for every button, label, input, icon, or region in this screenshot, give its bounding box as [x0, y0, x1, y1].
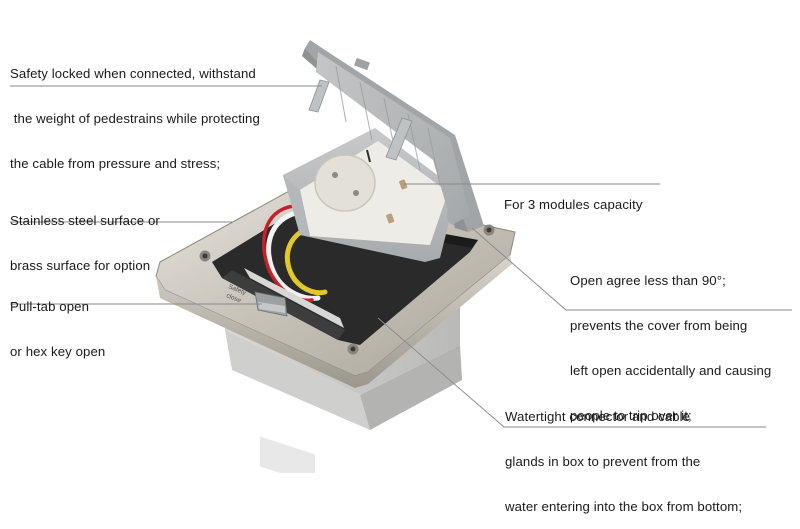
lid-cover [302, 40, 484, 232]
callout-text: For 3 modules capacity [504, 197, 643, 212]
callout-text: left open accidentally and causing [570, 363, 772, 378]
callout-text: Stainless steel surface or [10, 213, 160, 228]
callout-text: or hex key open [10, 344, 106, 359]
cable-gland [244, 268, 344, 328]
callout-pull-tab: Pull-tab open or hex key open [10, 269, 105, 374]
callout-text: prevents the cover from being [570, 318, 748, 333]
callout-text: Watertight connector and cable [505, 409, 691, 424]
floor-box-illustration: Safety close [10, 40, 792, 473]
leader-watertight [377, 317, 766, 428]
callout-text: brass surface for option [10, 258, 151, 273]
screw-icon [199, 250, 211, 262]
callout-modules: For 3 modules capacity [504, 167, 643, 227]
callout-text: Safety locked when connected, withstand [10, 66, 256, 81]
leader-open-angle [471, 227, 792, 311]
callout-open-angle: Open agree less than 90°; prevents the c… [570, 243, 771, 438]
socket-module [283, 128, 461, 262]
callout-text: people to trip over it; [570, 408, 692, 423]
callout-text: glands in box to prevent from the [505, 454, 701, 469]
callout-safety-lock: Safety locked when connected, withstand … [10, 36, 260, 186]
callout-text: the weight of pedestrains while protecti… [10, 111, 260, 126]
callout-text: water entering into the box from bottom; [505, 499, 743, 514]
screw-icon [347, 343, 359, 355]
screw-icon [483, 224, 495, 236]
callout-text: Pull-tab open [10, 299, 90, 314]
callout-surface: Stainless steel surface or brass surface… [10, 183, 160, 288]
leader-lines [10, 85, 792, 428]
callout-text: the cable from pressure and stress; [10, 156, 221, 171]
callout-text: Open agree less than 90°; [570, 273, 726, 288]
callout-watertight: Watertight connector and cable glands in… [505, 379, 742, 529]
